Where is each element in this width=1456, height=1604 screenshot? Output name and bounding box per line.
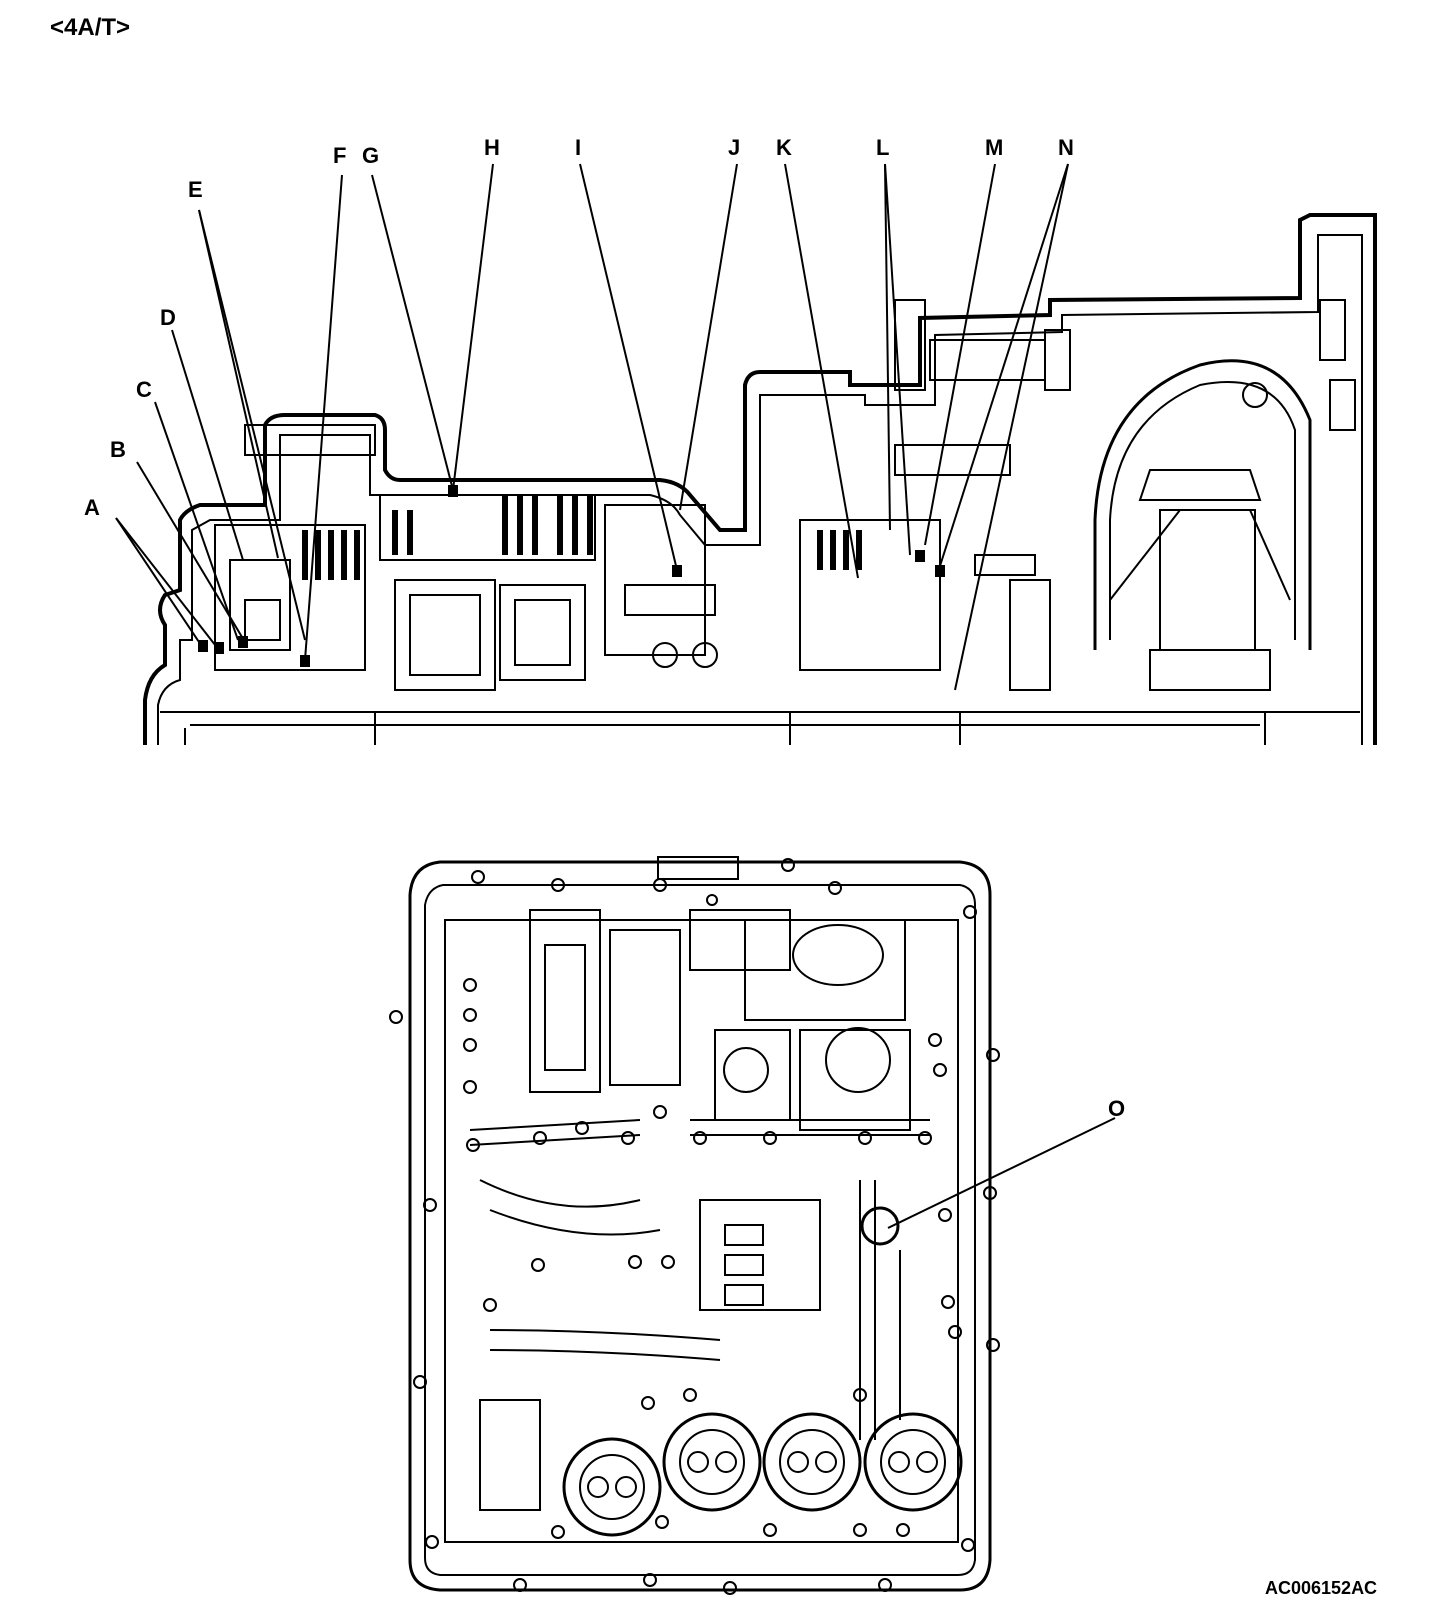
- callout-f: F: [333, 143, 346, 168]
- callout-o: O: [1108, 1096, 1125, 1121]
- transaxle-cross-section: [143, 213, 1377, 745]
- callout-a: A: [84, 495, 100, 520]
- callout-n: N: [1058, 135, 1074, 160]
- leader-lines: [115, 163, 1116, 1229]
- callout-g: G: [362, 143, 379, 168]
- callout-l: L: [876, 135, 889, 160]
- page-heading: <4A/T>: [50, 14, 131, 41]
- callout-labels: A B C D E F G H I J K L M N O: [84, 135, 1125, 1121]
- callout-j: J: [728, 135, 740, 160]
- callout-d: D: [160, 305, 176, 330]
- callout-k: K: [776, 135, 792, 160]
- callout-e: E: [188, 177, 203, 202]
- callout-m: M: [985, 135, 1003, 160]
- callout-b: B: [110, 437, 126, 462]
- callout-i: I: [575, 135, 581, 160]
- valve-body: [389, 856, 1000, 1595]
- callout-h: H: [484, 135, 500, 160]
- figure-id: AC006152AC: [1265, 1578, 1378, 1598]
- callout-c: C: [136, 377, 152, 402]
